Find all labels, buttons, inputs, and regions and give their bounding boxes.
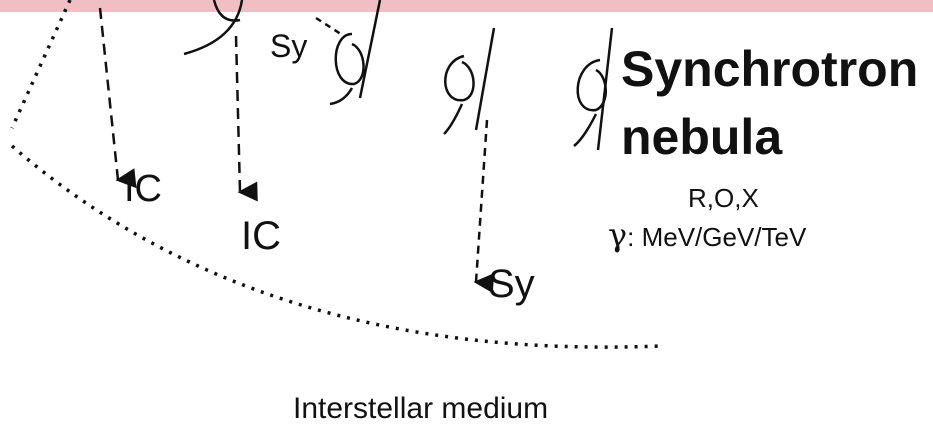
gamma-symbol: γ bbox=[608, 216, 627, 254]
gamma-ray-line: γ: MeV/GeV/TeV bbox=[608, 216, 806, 254]
band-list: R,O,X bbox=[688, 183, 759, 214]
electron-spiral-1 bbox=[184, 0, 242, 54]
sy-label-bottom: Sy bbox=[488, 262, 535, 307]
sy-label-top: Sy bbox=[270, 28, 307, 65]
sy-arrow-top bbox=[316, 18, 344, 36]
title-synchrotron: Synchrotron bbox=[621, 40, 918, 98]
electron-spiral-2 bbox=[330, 0, 380, 104]
gamma-energy-text: : MeV/GeV/TeV bbox=[627, 222, 806, 252]
electron-spiral-3 bbox=[444, 28, 494, 134]
nebula-boundary-bottom bbox=[12, 146, 660, 347]
electron-spiral-4 bbox=[574, 28, 612, 150]
title-nebula: nebula bbox=[621, 108, 782, 166]
sy-arrow-bottom bbox=[476, 120, 487, 282]
ic-label-left: IC bbox=[124, 168, 162, 211]
ic-arrow-center bbox=[236, 36, 240, 192]
nebula-boundary-left bbox=[12, 0, 70, 128]
ic-label-center: IC bbox=[241, 214, 281, 259]
interstellar-medium-label: Interstellar medium bbox=[293, 392, 548, 426]
ic-arrow-left bbox=[100, 8, 118, 180]
